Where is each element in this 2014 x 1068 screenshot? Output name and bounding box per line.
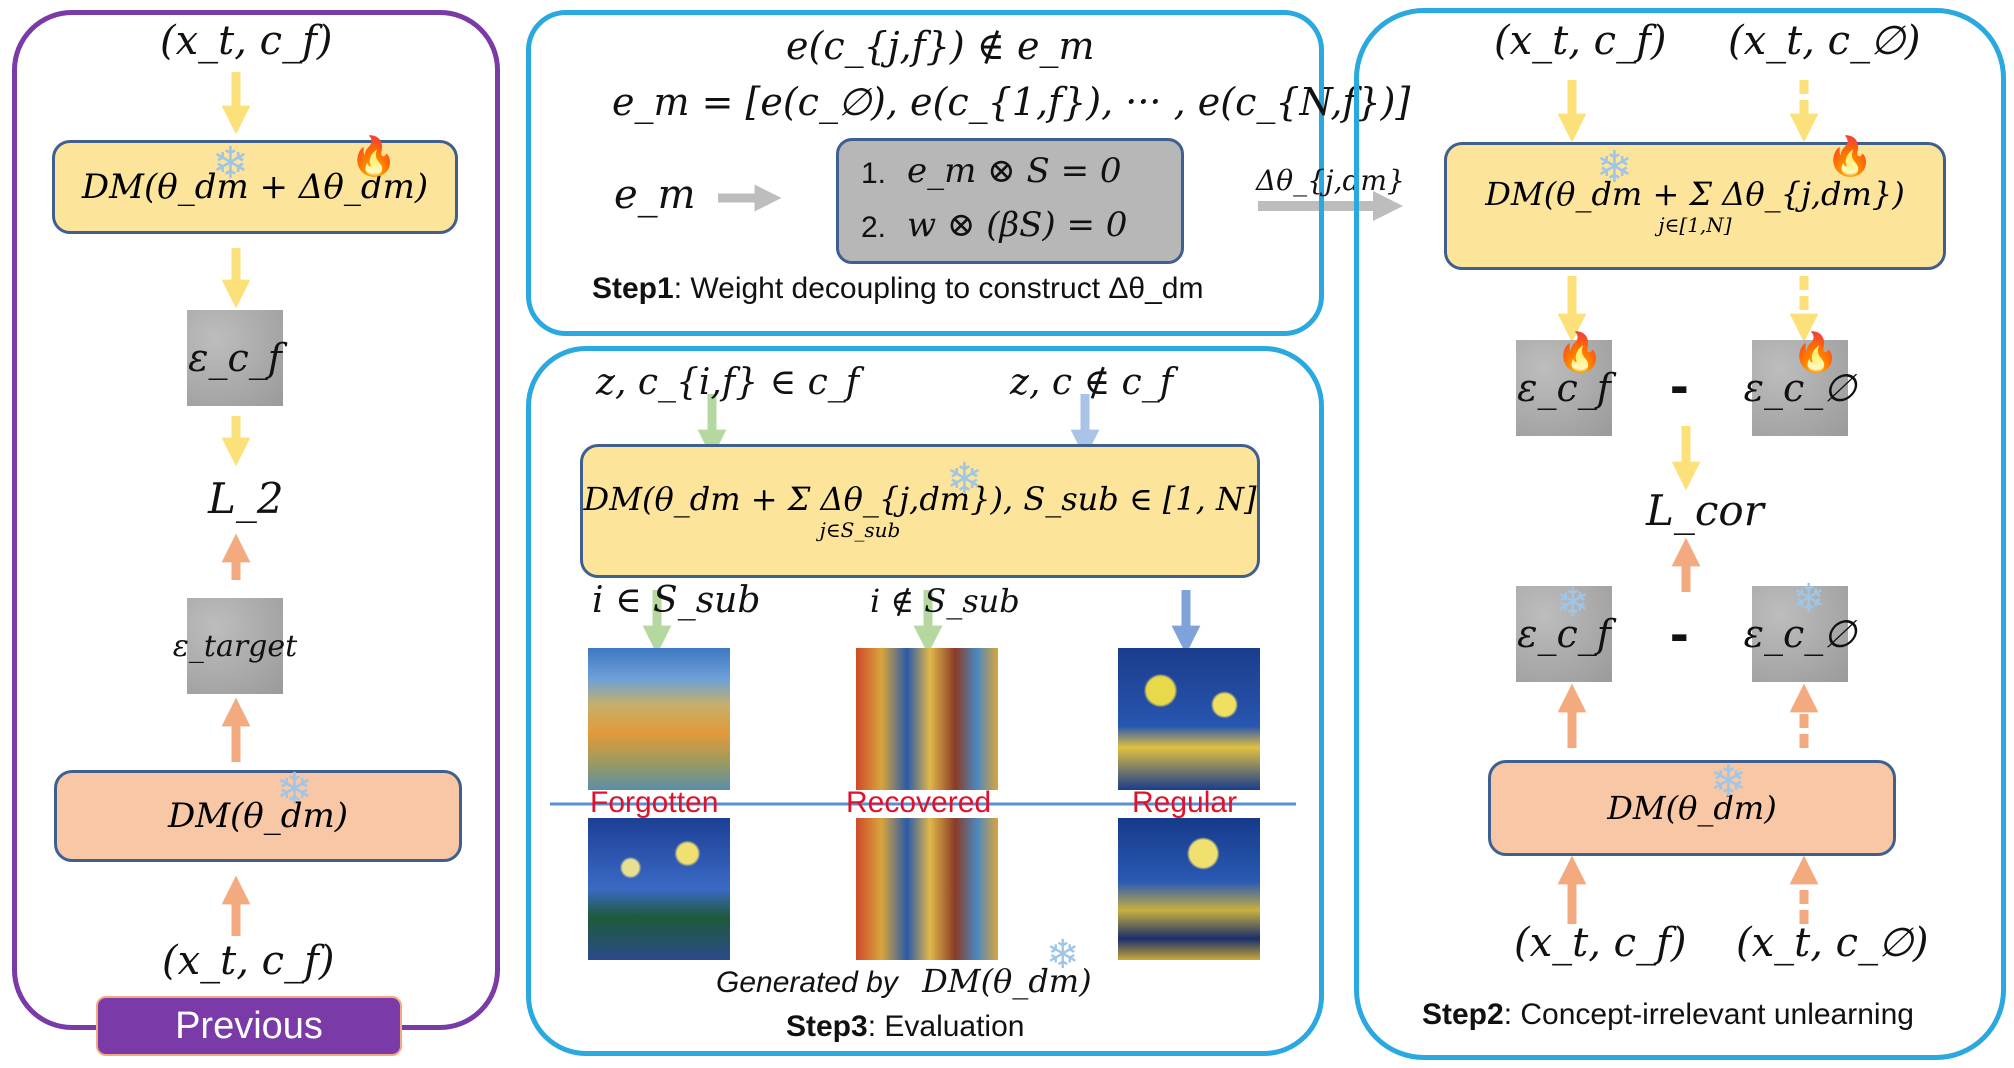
step3-input-right: z, c ∉ c_f	[1010, 362, 1174, 403]
col1-condition: i ∈ S_sub	[592, 580, 761, 621]
snowflake-icon: ❄	[1710, 756, 1747, 807]
regular-original-image	[1118, 818, 1260, 960]
forgotten-original-image	[588, 818, 730, 960]
previous-tag-label: Previous	[175, 1004, 323, 1047]
step2-eps-null-frozen: ε_c_∅	[1744, 586, 1856, 682]
step2-loss: L_cor	[1646, 486, 1764, 535]
snowflake-icon: ❄	[212, 138, 249, 189]
step1-em: e_m	[614, 172, 696, 218]
col2-condition: i ∉ S_sub	[870, 582, 1020, 620]
label-recovered: Recovered	[846, 786, 992, 819]
step3-caption: Step3: Evaluation	[786, 1010, 1024, 1044]
left-loss: L_2	[208, 474, 284, 523]
step2-eps-f-trainable: ε_c_f	[1516, 340, 1612, 436]
cond1-text: e_m ⊗ S = 0	[907, 151, 1122, 191]
step2-model-box: DM(θ_dm + Σ Δθ_{j,dm}) j∈[1,N]	[1444, 142, 1946, 270]
step2-bottom-input2: (x_t, c_∅)	[1736, 920, 1929, 966]
step2-caption-bold: Step2	[1422, 998, 1504, 1031]
step1-caption-bold: Step1	[592, 272, 674, 305]
step1-conditions-box: 1. e_m ⊗ S = 0 2. w ⊗ (βS) = 0	[836, 138, 1184, 264]
left-eps-noise: ε_c_f	[187, 310, 283, 406]
label-regular: Regular	[1132, 786, 1238, 819]
step2-frozen-model-box: DM(θ_dm)	[1488, 760, 1896, 856]
previous-tag: Previous	[96, 996, 402, 1056]
cond1-number: 1.	[861, 157, 887, 190]
minus-sign: -	[1670, 601, 1689, 664]
step2-model-label: DM(θ_dm + Σ Δθ_{j,dm})	[1485, 175, 1905, 213]
step3-model-label: DM(θ_dm + Σ Δθ_{j,dm}), S_sub ∈ [1, N]	[583, 480, 1257, 518]
fire-icon: 🔥	[1792, 330, 1840, 374]
step2-model-subscript: j∈[1,N]	[1658, 213, 1732, 237]
left-frozen-model-box: DM(θ_dm)	[54, 770, 462, 862]
step2-input1: (x_t, c_f)	[1494, 18, 1667, 64]
fire-icon: 🔥	[1826, 134, 1874, 178]
step2-eps-null-label: ε_c_∅	[1743, 366, 1857, 410]
step1-line2: e_m = [e(c_∅), e(c_{1,f}), ··· , e(c_{N,…	[612, 80, 1411, 124]
delta-label: Δθ_{j,dm}	[1256, 164, 1405, 197]
step3-caption-rest: : Evaluation	[867, 1010, 1025, 1043]
step2-frozen-model-label: DM(θ_dm)	[1607, 789, 1777, 827]
fire-icon: 🔥	[1556, 330, 1604, 374]
generated-by-model: DM(θ_dm)	[922, 962, 1092, 1000]
step3-input-left: z, c_{i,f} ∈ c_f	[596, 362, 860, 403]
left-target-label: ε_target	[172, 628, 298, 664]
label-forgotten: Forgotten	[590, 786, 719, 819]
fire-icon: 🔥	[350, 134, 398, 178]
step3-caption-bold: Step3	[786, 1010, 868, 1043]
step3-model-box: DM(θ_dm + Σ Δθ_{j,dm}), S_sub ∈ [1, N] j…	[580, 444, 1260, 578]
step2-eps-null-frozen-label: ε_c_∅	[1743, 612, 1857, 656]
left-bottom-input: (x_t, c_f)	[162, 938, 335, 984]
step2-caption: Step2: Concept-irrelevant unlearning	[1422, 998, 1914, 1032]
regular-generated-image	[1118, 648, 1260, 790]
generated-by-text: Generated by	[716, 966, 898, 999]
snowflake-icon: ❄	[1596, 142, 1633, 193]
step2-eps-f-label: ε_c_f	[1517, 366, 1611, 410]
step1-panel	[526, 10, 1324, 336]
left-eps-label: ε_c_f	[188, 336, 282, 380]
snowflake-icon: ❄	[946, 454, 983, 505]
left-frozen-model-label: DM(θ_dm)	[167, 796, 349, 836]
left-model-box: DM(θ_dm + Δθ_dm)	[52, 140, 458, 234]
step2-eps-null-trainable: ε_c_∅	[1744, 340, 1856, 436]
step3-panel	[526, 346, 1324, 1056]
snowflake-icon: ❄	[1046, 932, 1080, 978]
step2-caption-rest: : Concept-irrelevant unlearning	[1503, 998, 1914, 1031]
snowflake-icon: ❄	[1792, 576, 1826, 622]
generated-by: Generated by DM(θ_dm)	[716, 962, 1092, 1000]
cond2-text: w ⊗ (βS) = 0	[907, 205, 1128, 245]
step2-bottom-input1: (x_t, c_f)	[1514, 920, 1687, 966]
step2-input2: (x_t, c_∅)	[1728, 18, 1921, 64]
step2-panel	[1354, 8, 2006, 1060]
step2-eps-f-frozen-label: ε_c_f	[1517, 612, 1611, 656]
forgotten-generated-image	[588, 648, 730, 790]
left-model-label: DM(θ_dm + Δθ_dm)	[81, 167, 429, 207]
cond2-number: 2.	[861, 211, 887, 244]
recovered-original-image	[856, 818, 998, 960]
left-target-noise: ε_target	[173, 598, 297, 694]
step1-line1: e(c_{j,f}) ∉ e_m	[786, 24, 1095, 68]
snowflake-icon: ❄	[1556, 580, 1590, 626]
step1-caption: Step1: Weight decoupling to construct Δθ…	[592, 272, 1203, 306]
recovered-generated-image	[856, 648, 998, 790]
step3-model-subscript: j∈S_sub	[819, 518, 901, 542]
step2-eps-f-frozen: ε_c_f	[1516, 586, 1612, 682]
snowflake-icon: ❄	[276, 764, 313, 815]
step1-caption-rest: : Weight decoupling to construct Δθ_dm	[673, 272, 1204, 305]
left-top-input: (x_t, c_f)	[160, 18, 333, 64]
minus-sign: -	[1670, 353, 1689, 416]
